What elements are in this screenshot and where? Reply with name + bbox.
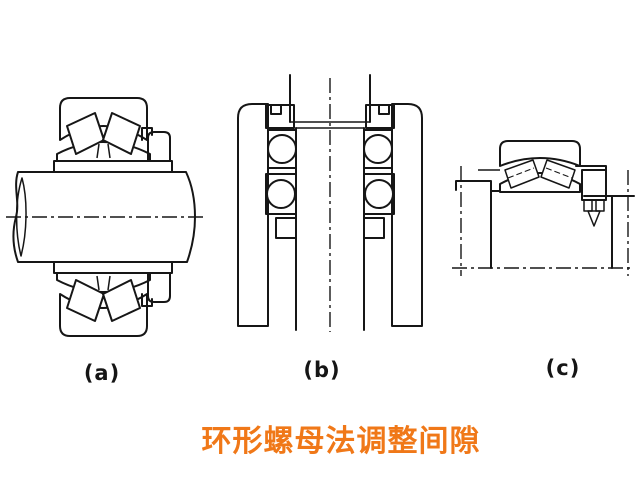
ball-lower-left	[266, 179, 296, 209]
figure-b-label: (b)	[303, 358, 341, 382]
caption: 环形螺母法调整间隙	[201, 424, 481, 459]
washer-tooth-right	[595, 199, 605, 212]
roller-right	[102, 279, 141, 322]
housing-wall-right	[391, 103, 423, 327]
stepped-shaft	[455, 180, 635, 269]
cap-notch-right	[378, 104, 390, 115]
roller-right	[540, 159, 576, 189]
roller-left	[504, 159, 540, 189]
figure-c-drawing	[452, 140, 635, 276]
bearing-a-bottom	[53, 261, 173, 337]
roller-axes	[507, 167, 573, 179]
outer-ring	[59, 97, 148, 141]
figure-a-label: (a)	[83, 361, 121, 385]
cap-notch-left	[270, 104, 282, 115]
figure-b-drawing	[237, 74, 423, 332]
ring-nut-right	[363, 217, 385, 239]
cage-lines	[96, 143, 111, 159]
ring-nut	[147, 131, 171, 162]
outer-ring	[59, 293, 148, 337]
adapter-sleeve	[53, 160, 173, 173]
shaft-break-lens	[15, 177, 27, 257]
washer-tab-point	[587, 210, 601, 227]
roller-right	[102, 112, 141, 155]
cage-lines	[96, 275, 111, 291]
bearing-a-top	[53, 97, 173, 173]
shaft-lower-edges	[295, 127, 365, 331]
lock-nut	[581, 169, 607, 201]
ring-nut	[147, 272, 171, 303]
ball-lower-right	[364, 179, 394, 209]
outer-ring	[499, 140, 581, 167]
housing-wall-left	[237, 103, 269, 327]
figure-a-drawing	[6, 97, 206, 337]
inner-ring	[56, 141, 151, 162]
ring-nut-left	[275, 217, 297, 239]
shaft-upper-edges	[289, 74, 371, 123]
ball-upper-left	[267, 134, 297, 164]
inner-ring	[56, 272, 151, 293]
washer-tooth-left	[583, 199, 593, 212]
figure-c-label: (c)	[545, 356, 581, 380]
ball-upper-right	[363, 134, 393, 164]
adapter-sleeve	[53, 261, 173, 274]
shaft-shoulder	[290, 121, 370, 129]
